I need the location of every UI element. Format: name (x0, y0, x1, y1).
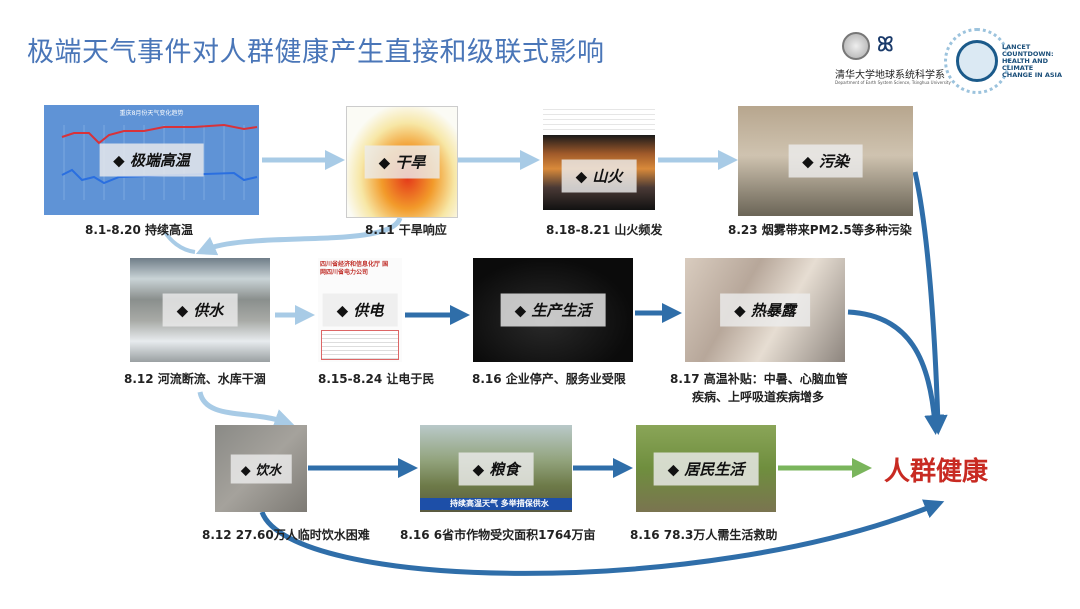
label-residents-life: ◆ 居民生活 (653, 452, 759, 485)
image-residents-life: ◆ 居民生活 (636, 425, 776, 512)
arrow-water-drinking (197, 391, 295, 429)
tsinghua-name-cn: 清华大学地球系统科学系 (835, 70, 945, 81)
image-wildfire: ◆ 山火 (543, 105, 655, 210)
arrow-pollution-health (912, 171, 948, 435)
caption-drought: 8.11 干旱响应 (365, 223, 447, 237)
image-drought-map: ◆ 干旱 (346, 106, 458, 218)
news-ticker-text: 持续高温天气 多举措保供水 (450, 499, 549, 508)
globe-icon (956, 40, 998, 82)
lancet-logo: LANCET COUNTDOWN: HEALTH AND CLIMATE CHA… (942, 24, 1062, 96)
label-power-supply: ◆ 供电 (322, 293, 398, 327)
caption-residents-life: 8.16 78.3万人需生活救助 (630, 528, 778, 542)
label-wildfire: ◆ 山火 (561, 159, 637, 193)
image-power-notice: 四川省经济和信息化厅 国网四川省电力公司 ◆ 供电 (318, 258, 402, 362)
arrow-drought-water (195, 216, 403, 256)
notice-highlight-box (321, 330, 399, 360)
image-heat-chart: 重庆8月份天气变化趋势 ◆ 极端高温 (44, 105, 259, 215)
caption-heat-exposure: 8.17 高温补贴：中暑、心脑血管 (670, 372, 848, 386)
label-pollution: ◆ 污染 (788, 144, 863, 178)
image-drinking-water: ◆ 饮水 (215, 425, 307, 512)
caption-wildfire: 8.18-8.21 山火频发 (546, 223, 663, 237)
news-ticker (420, 498, 572, 510)
arrow-drinking-health-curve (259, 499, 945, 576)
outcome-population-health: 人群健康 (884, 457, 989, 487)
caption-power-supply: 8.15-8.24 让电于民 (318, 372, 435, 386)
heat-chart-title: 重庆8月份天气变化趋势 (119, 110, 184, 117)
label-drought: ◆ 干旱 (364, 145, 440, 179)
lancet-ring-icon (944, 28, 1010, 94)
label-heat-exposure: ◆ 热暴露 (720, 293, 810, 327)
tsinghua-name-en: Department of Earth System Science, Tsin… (835, 80, 951, 85)
caption-food: 8.16 6省市作物受灾面积1764万亩 (400, 528, 596, 542)
arrow-heatexposure-health (847, 309, 945, 435)
caption-pollution: 8.23 烟雾带来PM2.5等多种污染 (728, 223, 912, 237)
label-production-life: ◆ 生产生活 (500, 293, 606, 327)
tsinghua-seal-icon (842, 32, 870, 60)
caption-water-supply: 8.12 河流断流、水库干涸 (124, 372, 266, 386)
tsinghua-logo: ꕤ 清华大学地球系统科学系 Department of Earth System… (835, 28, 951, 88)
weibo-post-header (543, 105, 655, 133)
image-dark-factory: ◆ 生产生活 (473, 258, 633, 362)
power-notice-title: 四川省经济和信息化厅 国网四川省电力公司 (320, 261, 389, 276)
caption-production-life: 8.16 企业停产、服务业受限 (472, 372, 626, 386)
image-heat-exposure: ◆ 热暴露 (685, 258, 845, 362)
knot-icon: ꕤ (877, 32, 894, 56)
label-food: ◆ 粮食 (458, 452, 534, 485)
slide-title: 极端天气事件对人群健康产生直接和级联式影响 (27, 37, 605, 68)
image-food: ◆ 粮食 持续高温天气 多举措保供水 (420, 425, 572, 512)
lancet-text: LANCET COUNTDOWN: HEALTH AND CLIMATE CHA… (1002, 43, 1063, 79)
caption-extreme-heat: 8.1-8.20 持续高温 (85, 223, 194, 237)
caption-drinking-water: 8.12 27.60万人临时饮水困难 (202, 528, 370, 542)
label-water-supply: ◆ 供水 (162, 293, 238, 327)
caption-heat-exposure-line2: 疾病、上呼吸道疾病增多 (692, 390, 825, 404)
label-extreme-heat: ◆ 极端高温 (99, 143, 204, 177)
image-pollution: ◆ 污染 (738, 106, 913, 216)
image-dam: ◆ 供水 (130, 258, 270, 362)
label-drinking-water: ◆ 饮水 (230, 454, 292, 483)
arrow-heat-water (163, 230, 196, 254)
